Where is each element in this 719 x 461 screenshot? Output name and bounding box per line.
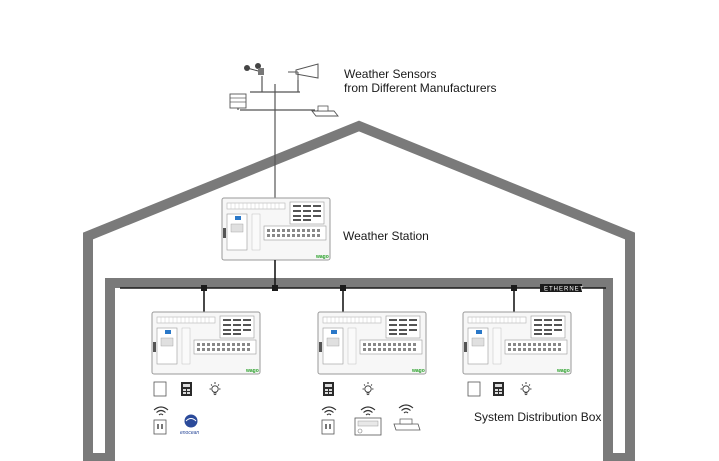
weather-station-controller: [221, 197, 331, 261]
distribution-box-controller-1: [151, 311, 261, 375]
wireless-sensor-icon: [393, 418, 421, 431]
light-sensor-icon: [311, 105, 339, 117]
wireless-switch-icon: [153, 419, 167, 435]
wall-switch-icon: [467, 381, 481, 397]
distribution-box-controller-2: [317, 311, 427, 375]
distribution-box-controller-3: [462, 311, 572, 375]
wireless-thermostat-icon: [354, 417, 382, 436]
wireless-icon: [360, 406, 376, 416]
light-bulb-icon: [362, 381, 374, 396]
controller-2-brand: wago: [411, 368, 425, 374]
bus-drops: [203, 288, 515, 312]
wall-switch-icon: [153, 381, 167, 397]
wireless-switch-icon: [321, 419, 335, 435]
ethernet-tag: [540, 284, 582, 292]
weather-station-brand: wago: [315, 254, 329, 260]
light-bulb-icon: [520, 381, 532, 396]
house-outline: [83, 120, 635, 461]
ethernet-label: ETHERNET: [544, 287, 584, 293]
weather-sensors-label-line2: from Different Manufacturers: [344, 81, 497, 95]
system-distribution-box-label: System Distribution Box: [474, 410, 602, 424]
rain-gauge-icon: [229, 93, 247, 109]
weather-station-label: Weather Station: [343, 229, 429, 243]
anemometer-icon: [244, 63, 264, 75]
weather-vane-icon: [288, 63, 319, 82]
wireless-icon: [398, 404, 414, 414]
weather-sensors: [237, 76, 319, 198]
keypad-icon: [181, 382, 192, 396]
weather-sensors-label-line1: Weather Sensors: [344, 67, 437, 81]
enocean-logo-icon: enocean: [180, 414, 199, 436]
controller-1-brand: wago: [245, 368, 259, 374]
wireless-icon: [153, 406, 169, 416]
keypad-icon: [323, 382, 334, 396]
enocean-label: enocean: [180, 430, 199, 436]
light-bulb-icon: [209, 381, 221, 396]
controller-3-brand: wago: [556, 368, 570, 374]
keypad-icon: [493, 382, 504, 396]
wireless-icon: [321, 406, 337, 416]
